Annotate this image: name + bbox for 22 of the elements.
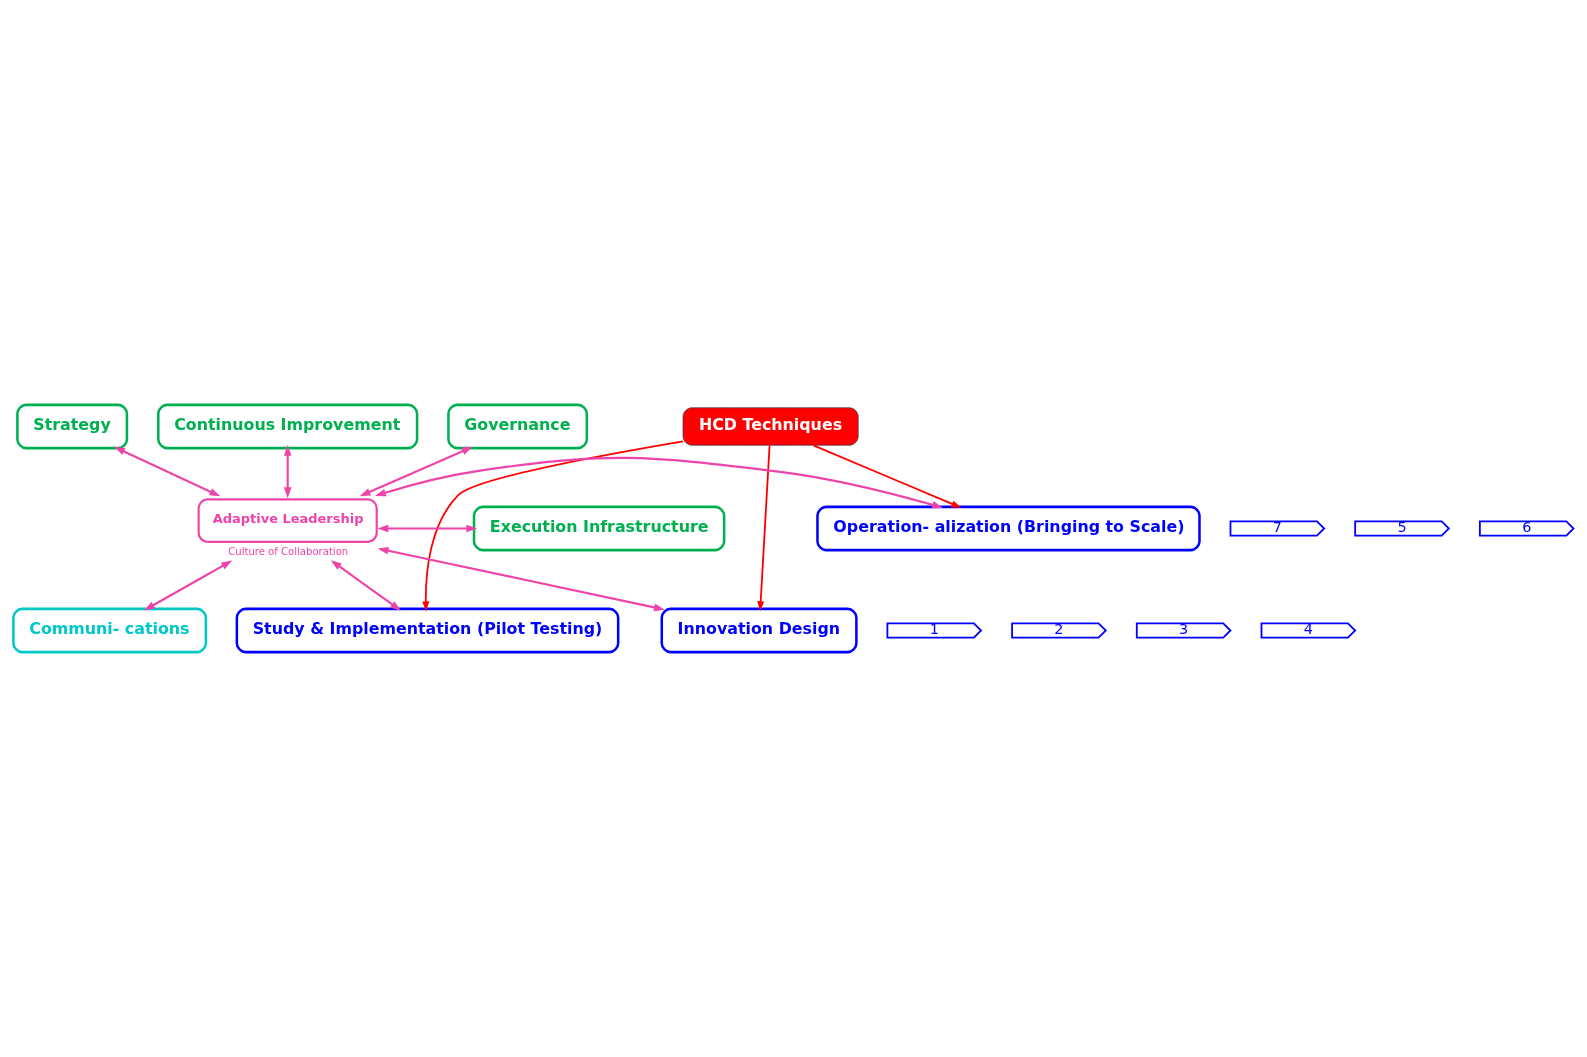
node-box: Execution Infrastructure [472,505,726,552]
arrow [375,456,943,509]
node-box: Governance [447,403,589,450]
node-box: Innovation Design [660,607,858,654]
arrow [757,444,771,612]
node-box: Operation- alization (Bringing to Scale) [816,505,1201,552]
arrow [377,524,478,533]
arrow [812,444,962,508]
arrow [359,446,473,497]
node-box: Strategy [16,403,129,450]
arrow [330,560,401,611]
node-box: HCD Techniques [682,407,859,446]
node-box: Adaptive Leadership [197,498,378,543]
arrow [114,446,221,497]
arrow [377,546,665,612]
node-box: Continuous Improvement [157,403,419,450]
arrow [143,560,233,611]
arrow [283,445,292,499]
arrow [422,440,684,612]
node-box: Communi- cations [12,607,208,654]
node-box: Study & Implementation (Pilot Testing) [235,607,620,654]
node-label: Culture of Collaboration [228,546,349,558]
